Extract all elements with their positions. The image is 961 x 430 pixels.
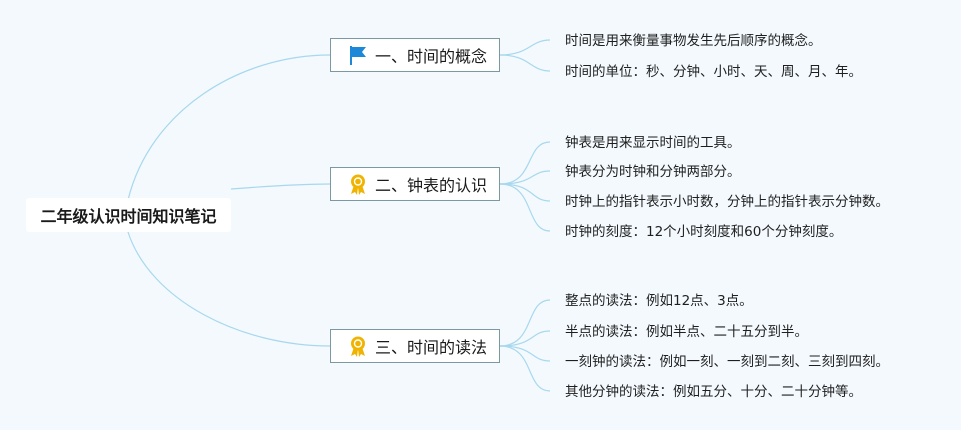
connector-root-branch-3 [127, 231, 331, 347]
connector-b3-leaf-4 [499, 345, 551, 392]
blue-flag-icon [347, 44, 369, 66]
award-ribbon-icon [347, 335, 369, 357]
leaf-topic[interactable]: 时间是用来衡量事物发生先后顺序的概念。 [565, 33, 822, 49]
connector-b3-leaf-3 [499, 345, 551, 362]
root-topic[interactable]: 二年级认识时间知识笔记 [26, 198, 231, 232]
connector-b2-leaf-4 [499, 183, 551, 232]
connector-b1-leaf-2 [499, 54, 551, 72]
connector-b3-leaf-2 [499, 330, 551, 347]
branch-time-reading[interactable]: 三、时间的读法 [330, 329, 500, 363]
connector-b3-leaf-1 [499, 299, 551, 347]
leaf-topic[interactable]: 时间的单位：秒、分钟、小时、天、周、月、年。 [565, 64, 862, 80]
branch-label: 二、钟表的认识 [375, 176, 488, 195]
connector-b2-leaf-3 [499, 183, 551, 202]
connector-b2-leaf-2 [499, 170, 551, 185]
branch-label: 一、时间的概念 [375, 47, 488, 66]
leaf-topic[interactable]: 一刻钟的读法：例如一刻、一刻到二刻、三刻到四刻。 [565, 354, 889, 370]
branch-clock-recognition[interactable]: 二、钟表的认识 [330, 167, 500, 201]
branch-label: 三、时间的读法 [375, 338, 488, 357]
connector-root-branch-2 [230, 183, 331, 190]
leaf-topic[interactable]: 钟表分为时钟和分钟两部分。 [565, 164, 741, 180]
leaf-topic[interactable]: 半点的读法：例如半点、二十五分到半。 [565, 324, 808, 340]
leaf-topic[interactable]: 时钟上的指针表示小时数，分钟上的指针表示分钟数。 [565, 194, 889, 210]
award-ribbon-icon [347, 173, 369, 195]
connector-b1-leaf-1 [499, 39, 551, 56]
leaf-topic[interactable]: 钟表是用来显示时间的工具。 [565, 135, 741, 151]
leaf-topic[interactable]: 时钟的刻度：12个小时刻度和60个分钟刻度。 [565, 224, 843, 240]
connector-b2-leaf-1 [499, 141, 551, 185]
connector-root-branch-1 [127, 54, 331, 201]
root-topic-label: 二年级认识时间知识笔记 [40, 207, 217, 226]
leaf-topic[interactable]: 其他分钟的读法：例如五分、十分、二十分钟等。 [565, 384, 862, 400]
branch-time-concept[interactable]: 一、时间的概念 [330, 38, 500, 72]
leaf-topic[interactable]: 整点的读法：例如12点、3点。 [565, 293, 753, 309]
